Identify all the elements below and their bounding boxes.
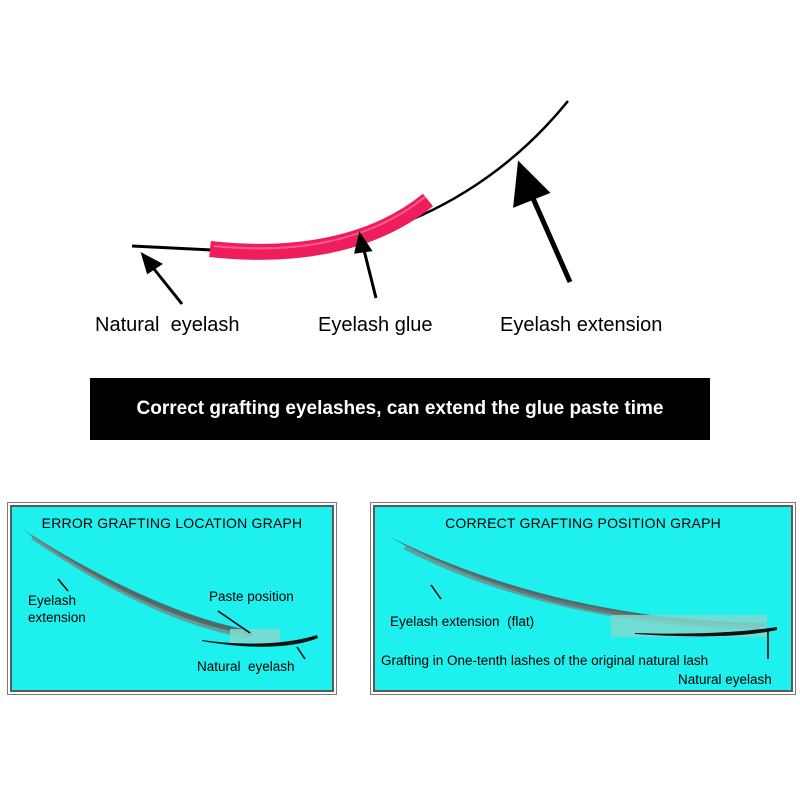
grafting-label: Grafting in One-tenth lashes of the orig…: [381, 653, 709, 668]
error-panel-title: ERROR GRAFTING LOCATION GRAPH: [41, 515, 303, 531]
paste-position-label: Paste position: [209, 589, 294, 604]
eyelash-glue-arrow: [354, 231, 378, 299]
correct-natural-lash: [635, 627, 777, 637]
error-natural-lash: [202, 635, 318, 647]
eyelash-extension-label: Eyelash extension: [500, 314, 663, 336]
natural-eyelash-arrow: [140, 252, 184, 305]
banner-text: Correct grafting eyelashes, can extend t…: [136, 398, 664, 419]
correct-extension-label: Eyelash extension (flat): [390, 614, 535, 629]
error-natural-label: Natural eyelash: [197, 659, 295, 674]
correct-natural-label: Natural eyelash: [678, 672, 772, 687]
eyelash-diagram: [131, 100, 573, 305]
eyelash-extension-arrow: [513, 160, 573, 284]
error-grafting-panel: ERROR GRAFTING LOCATION GRAPH Eyelash ex…: [10, 505, 334, 692]
correct-paste-box: [611, 615, 767, 637]
natural-eyelash-label: Natural eyelash: [95, 314, 240, 336]
banner: Correct grafting eyelashes, can extend t…: [90, 378, 710, 440]
correct-grafting-graph: [390, 537, 777, 659]
eyelash-glue-band: [209, 193, 434, 260]
natural-eyelash-line: [131, 244, 213, 252]
eyelash-glue-label: Eyelash glue: [318, 314, 433, 336]
paste-position-box: [230, 629, 280, 643]
correct-panel-title: CORRECT GRAFTING POSITION GRAPH: [445, 515, 721, 531]
error-extension-label: Eyelash extension: [28, 593, 86, 625]
correct-grafting-panel: CORRECT GRAFTING POSITION GRAPH Eyelash …: [373, 505, 793, 692]
error-grafting-graph: [22, 529, 318, 660]
